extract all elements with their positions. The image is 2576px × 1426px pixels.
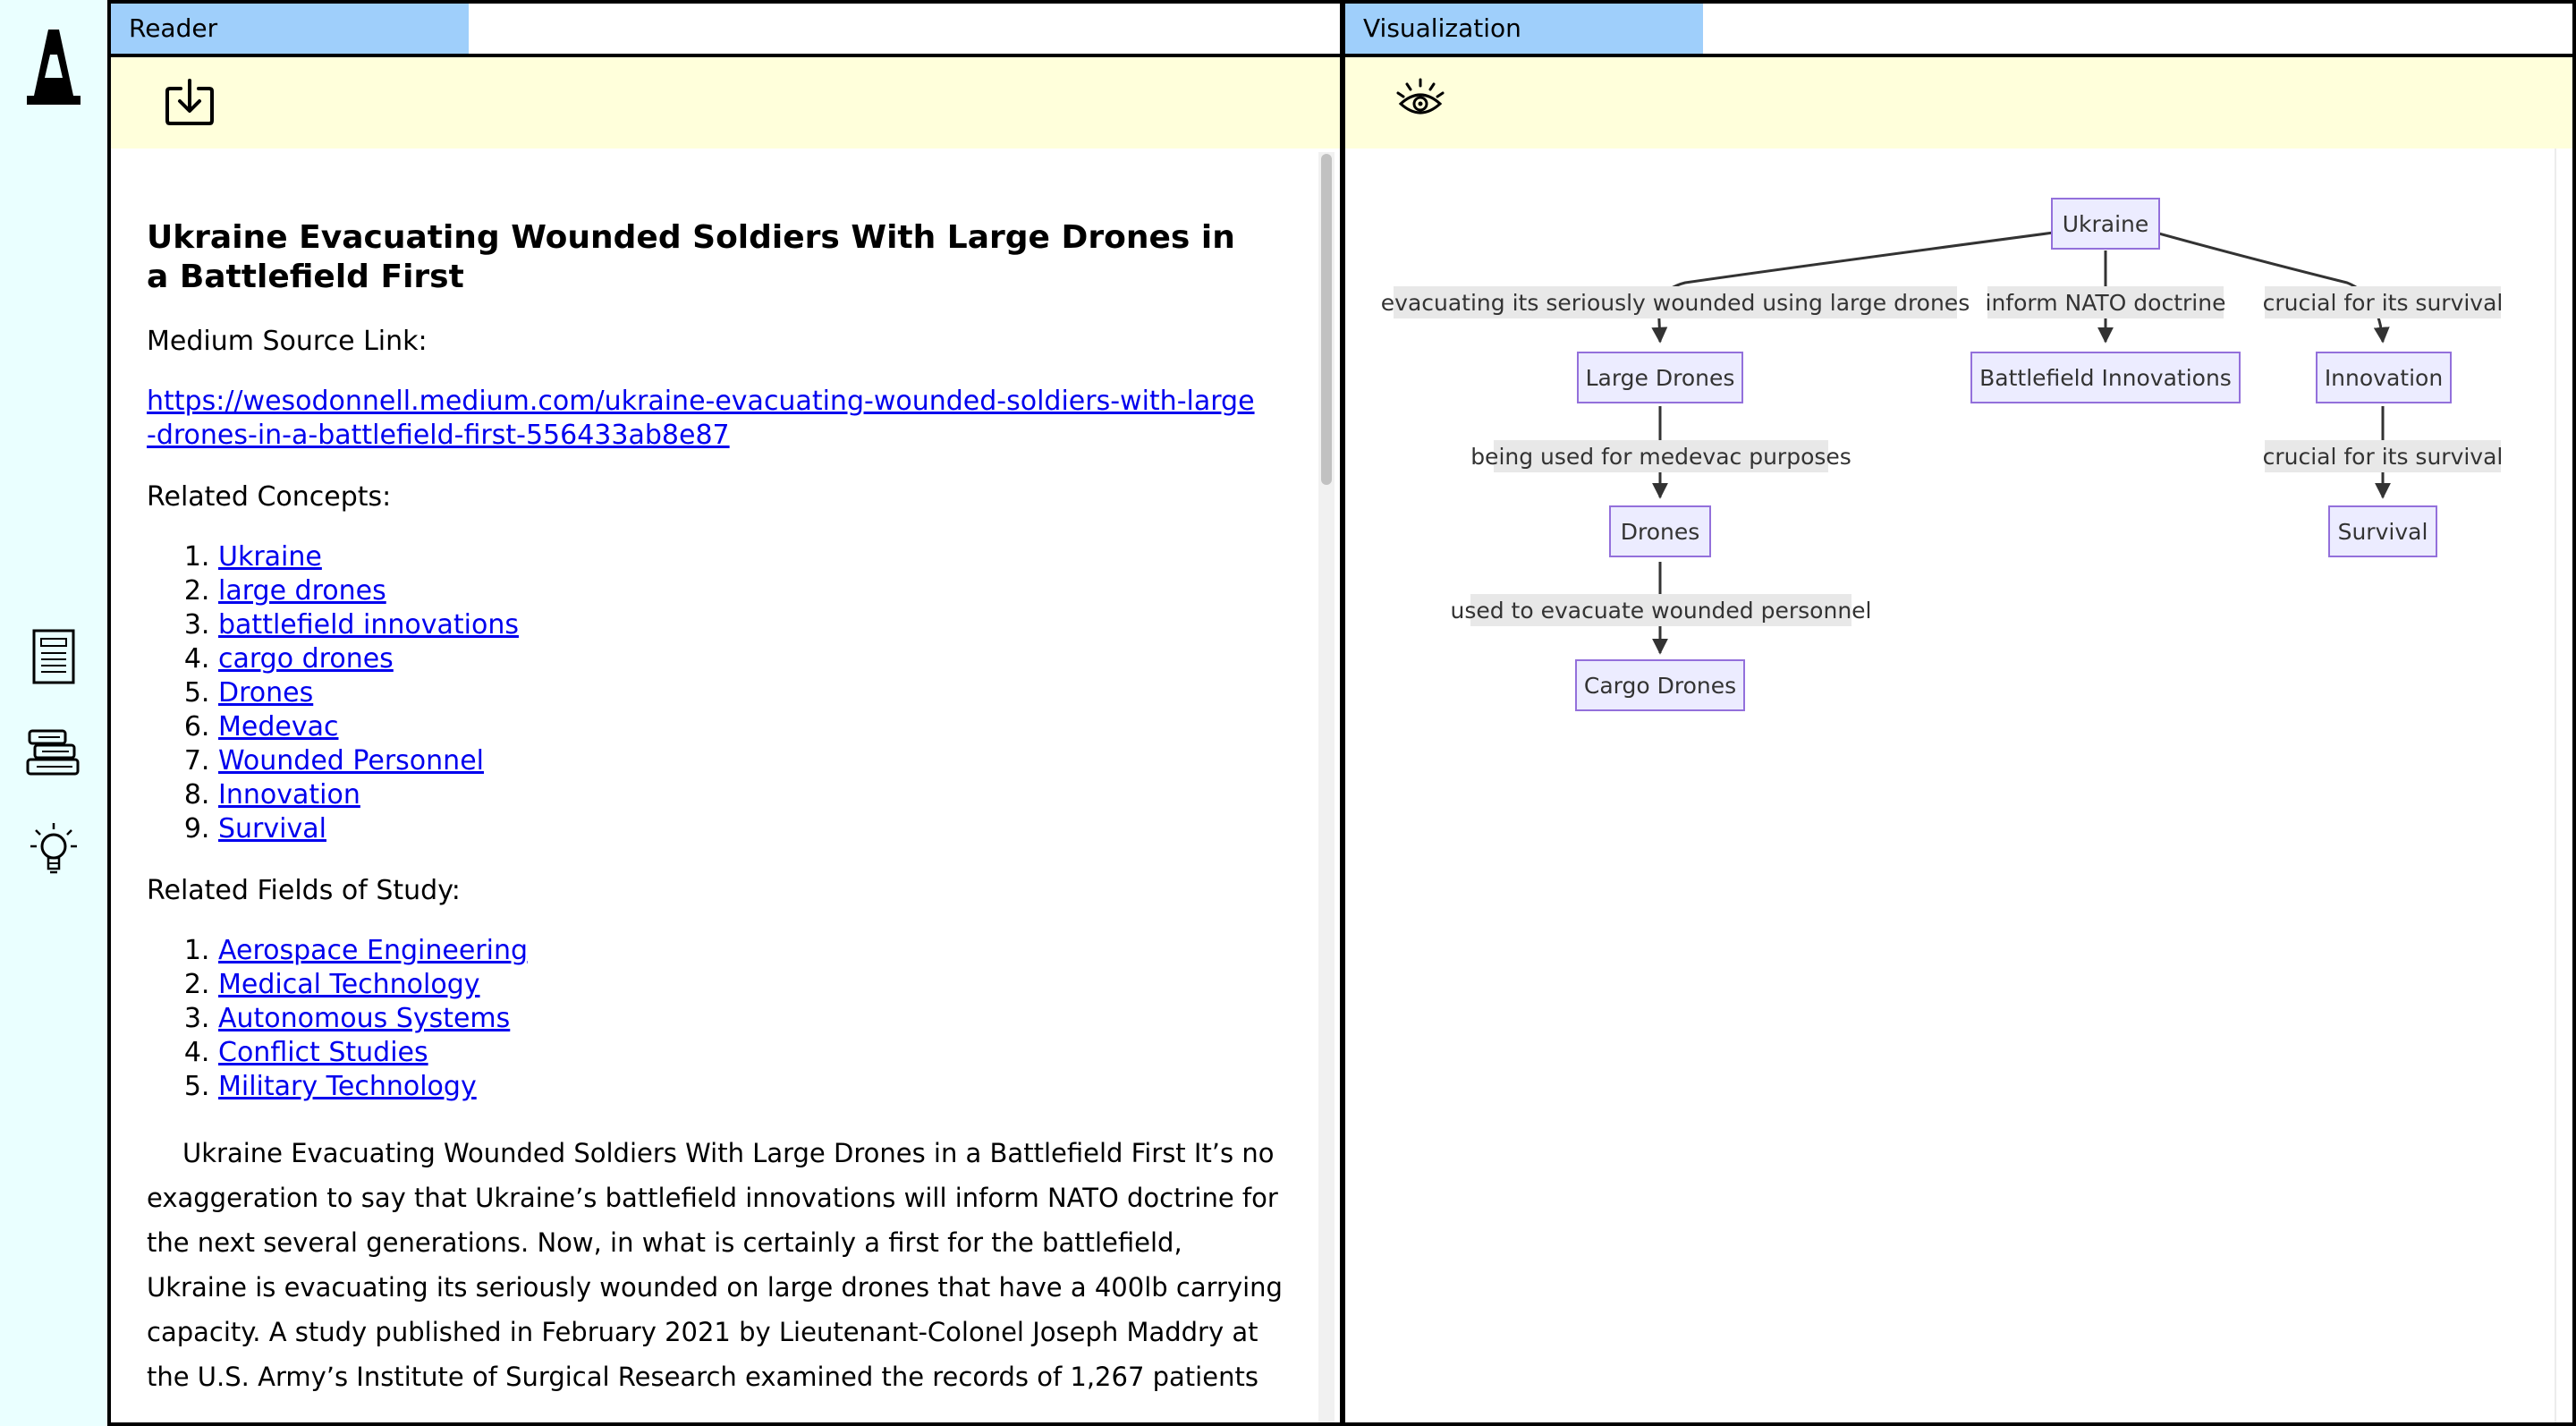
viz-scroll-edge — [2555, 149, 2556, 1422]
field-link[interactable]: Conflict Studies — [218, 1037, 428, 1068]
edge-label-text: inform NATO doctrine — [1986, 290, 2226, 316]
reader-panel: Reader Ukraine Evacuating Wounded Soldie… — [107, 0, 1343, 1426]
concept-link[interactable]: Drones — [218, 677, 314, 709]
list-item: Innovation — [218, 778, 1279, 812]
reader-tabbar: Reader — [111, 4, 1340, 57]
traffic-cone-icon[interactable] — [21, 30, 86, 105]
document-icon[interactable] — [21, 624, 86, 689]
node-label: Innovation — [2325, 365, 2443, 391]
article-body: Ukraine Evacuating Wounded Soldiers With… — [147, 1138, 1283, 1392]
fields-label: Related Fields of Study: — [147, 875, 461, 906]
graph-canvas[interactable]: evacuating its seriously wounded using l… — [1345, 149, 2572, 1422]
graph-node-survival[interactable]: Survival — [2328, 505, 2437, 557]
field-link[interactable]: Autonomous Systems — [218, 1003, 511, 1034]
lightbulb-icon[interactable] — [21, 818, 86, 882]
books-icon[interactable] — [21, 721, 86, 785]
edge-label: evacuating its seriously wounded using l… — [1381, 286, 1970, 318]
fields-list: Aerospace Engineering Medical Technology… — [218, 934, 1279, 1104]
list-item: cargo drones — [218, 642, 1279, 676]
tab-reader[interactable]: Reader — [111, 4, 469, 54]
node-label: Survival — [2338, 519, 2428, 545]
edge-label-text: crucial for its survival — [2263, 444, 2504, 470]
reader-scrollbar[interactable] — [1318, 152, 1335, 1422]
edge-label: crucial for its survival — [2263, 286, 2504, 318]
reader-content[interactable]: Ukraine Evacuating Wounded Soldiers With… — [111, 149, 1315, 1422]
list-item: Wounded Personnel — [218, 744, 1279, 778]
edge-label-text: used to evacuate wounded personnel — [1450, 598, 1871, 624]
concepts-list: Ukraine large drones battlefield innovat… — [218, 540, 1279, 846]
concept-link[interactable]: Medevac — [218, 711, 339, 743]
graph-node-battlefield-innovations[interactable]: Battlefield Innovations — [1970, 352, 2241, 403]
graph-node-drones[interactable]: Drones — [1609, 505, 1711, 557]
graph-node-innovation[interactable]: Innovation — [2316, 352, 2452, 403]
concept-graph[interactable]: evacuating its seriously wounded using l… — [1345, 149, 2572, 1426]
node-label: Large Drones — [1586, 365, 1735, 391]
list-item: large drones — [218, 574, 1279, 608]
list-item: Survival — [218, 812, 1279, 846]
list-item: Drones — [218, 676, 1279, 710]
scrollbar-thumb[interactable] — [1321, 154, 1332, 485]
concept-link[interactable]: Survival — [218, 813, 326, 845]
concept-link[interactable]: Wounded Personnel — [218, 745, 484, 777]
concept-link[interactable]: large drones — [218, 575, 386, 607]
source-label: Medium Source Link: — [147, 326, 428, 357]
reader-toolbar — [111, 57, 1340, 149]
node-label: Cargo Drones — [1584, 673, 1736, 699]
node-label: Battlefield Innovations — [1979, 365, 2232, 391]
download-icon[interactable] — [161, 73, 218, 131]
node-label: Drones — [1621, 519, 1700, 545]
graph-node-large-drones[interactable]: Large Drones — [1577, 352, 1743, 403]
list-item: Military Technology — [218, 1070, 1279, 1104]
viz-toolbar — [1345, 57, 2572, 149]
edge-label-text: evacuating its seriously wounded using l… — [1381, 290, 1970, 316]
field-link[interactable]: Military Technology — [218, 1071, 477, 1102]
concept-link[interactable]: Ukraine — [218, 541, 322, 573]
eye-icon[interactable] — [1392, 73, 1449, 131]
list-item: Autonomous Systems — [218, 1002, 1279, 1036]
node-label: Ukraine — [2063, 211, 2149, 237]
concept-link[interactable]: Innovation — [218, 779, 360, 811]
viz-tabbar: Visualization — [1345, 4, 2572, 57]
field-link[interactable]: Aerospace Engineering — [218, 935, 529, 966]
list-item: Aerospace Engineering — [218, 934, 1279, 968]
source-link[interactable]: https://wesodonnell.medium.com/ukraine-e… — [147, 386, 1255, 451]
list-item: battlefield innovations — [218, 608, 1279, 642]
edge-label-text: being used for medevac purposes — [1470, 444, 1852, 470]
graph-node-cargo-drones[interactable]: Cargo Drones — [1575, 659, 1745, 711]
list-item: Ukraine — [218, 540, 1279, 574]
article-title: Ukraine Evacuating Wounded Soldiers With… — [147, 219, 1235, 295]
edge-label: inform NATO doctrine — [1986, 286, 2226, 318]
list-item: Medical Technology — [218, 968, 1279, 1002]
tab-visualization[interactable]: Visualization — [1345, 4, 1703, 54]
concepts-label: Related Concepts: — [147, 481, 392, 513]
edge-label: crucial for its survival — [2263, 440, 2504, 472]
visualization-panel: Visualization — [1342, 0, 2576, 1426]
list-item: Medevac — [218, 710, 1279, 744]
concept-link[interactable]: battlefield innovations — [218, 609, 519, 641]
edge-label: used to evacuate wounded personnel — [1450, 594, 1872, 626]
list-item: Conflict Studies — [218, 1036, 1279, 1070]
concept-link[interactable]: cargo drones — [218, 643, 394, 675]
graph-node-ukraine[interactable]: Ukraine — [2051, 198, 2160, 250]
field-link[interactable]: Medical Technology — [218, 969, 480, 1000]
edge-label: being used for medevac purposes — [1470, 440, 1852, 472]
left-rail — [0, 0, 107, 1426]
edge-label-text: crucial for its survival — [2263, 290, 2504, 316]
